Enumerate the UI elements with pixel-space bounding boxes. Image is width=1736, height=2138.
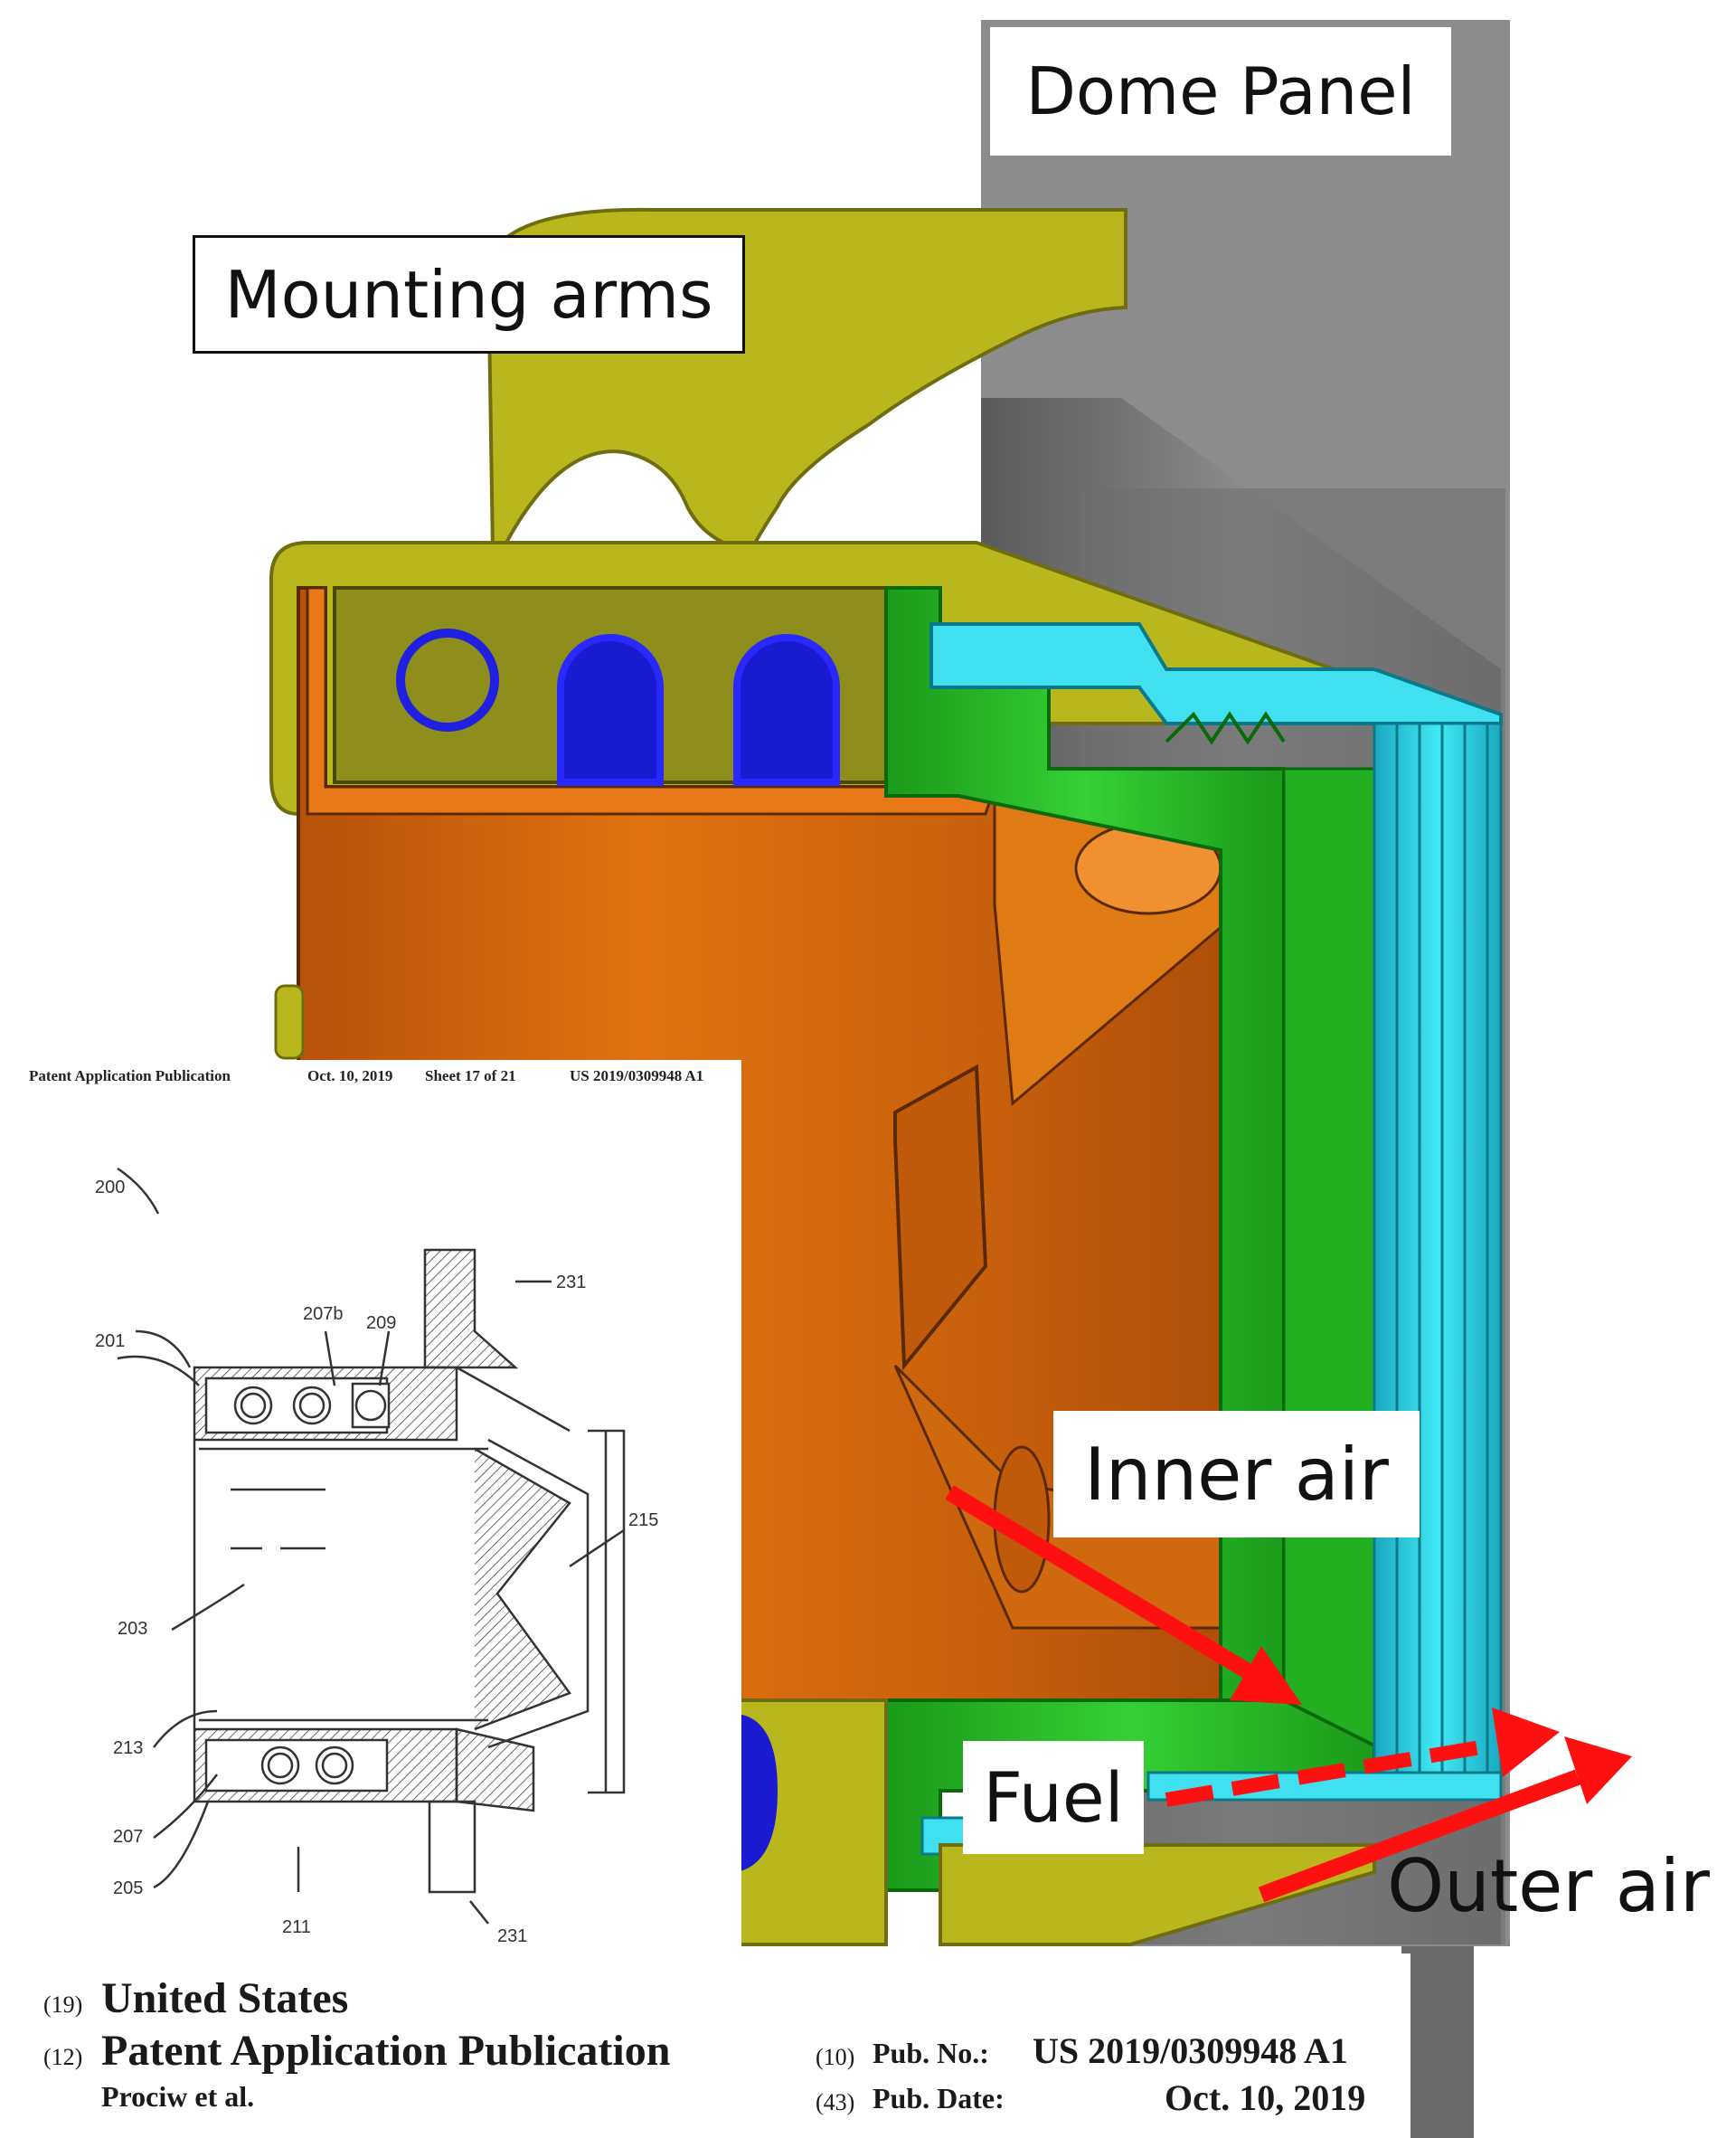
pub-no: US 2019/0309948 A1 [1033, 2030, 1348, 2071]
inset-header-sheet: Sheet 17 of 21 [425, 1067, 516, 1084]
code-10: (10) [816, 2044, 855, 2070]
publication-type: Patent Application Publication [101, 2027, 671, 2075]
ref-231-top: 231 [556, 1272, 587, 1292]
inset-header-number: US 2019/0309948 A1 [570, 1067, 704, 1084]
cyan-ring-grooves [1395, 724, 1489, 1773]
ref-207: 207 [113, 1827, 144, 1847]
ref-209: 209 [366, 1313, 397, 1333]
ref-201: 201 [95, 1331, 126, 1351]
pub-date-label: Pub. Date: [873, 2082, 1005, 2114]
cyan-ring [920, 622, 1503, 1856]
code-43: (43) [816, 2089, 855, 2115]
inner-air-label: Inner air [1053, 1411, 1420, 1537]
ref-215: 215 [628, 1510, 659, 1530]
inset-header-date: Oct. 10, 2019 [307, 1067, 393, 1084]
inset-header-title: Patent Application Publication [29, 1067, 231, 1084]
patent-citation-footer: (19) United States (12) Patent Applicati… [0, 1954, 1410, 2138]
patent-line-drawing [117, 1167, 626, 1925]
ref-211: 211 [282, 1917, 311, 1937]
ref-207b: 207b [303, 1304, 344, 1324]
fuel-tube-2 [557, 634, 664, 786]
code-12: (12) [43, 2044, 83, 2070]
fuel-tube-housing [333, 586, 897, 786]
code-19: (19) [43, 1991, 83, 2018]
pub-no-label: Pub. No.: [873, 2037, 989, 2069]
outer-air-arrow [1258, 1736, 1632, 1903]
inner-air-arrow [945, 1485, 1302, 1705]
inventors: Prociw et al. [101, 2080, 255, 2113]
ref-213: 213 [113, 1738, 144, 1758]
outer-air-label: Outer air [1387, 1843, 1710, 1928]
ref-203: 203 [118, 1619, 148, 1639]
fuel-arrow [1165, 1708, 1560, 1807]
dome-panel-label: Dome Panel [990, 27, 1451, 156]
mounting-arms-label: Mounting arms [193, 235, 745, 354]
country: United States [101, 1974, 349, 2022]
fuel-label: Fuel [963, 1741, 1144, 1854]
ref-200: 200 [95, 1178, 126, 1197]
fuel-tube-1 [396, 629, 499, 732]
fuel-tube-3 [733, 634, 840, 786]
pub-date: Oct. 10, 2019 [1165, 2077, 1366, 2118]
patent-figure-inset: Patent Application Publication Oct. 10, … [27, 1060, 741, 1964]
ref-231-bottom: 231 [497, 1926, 528, 1946]
ref-205: 205 [113, 1878, 144, 1898]
